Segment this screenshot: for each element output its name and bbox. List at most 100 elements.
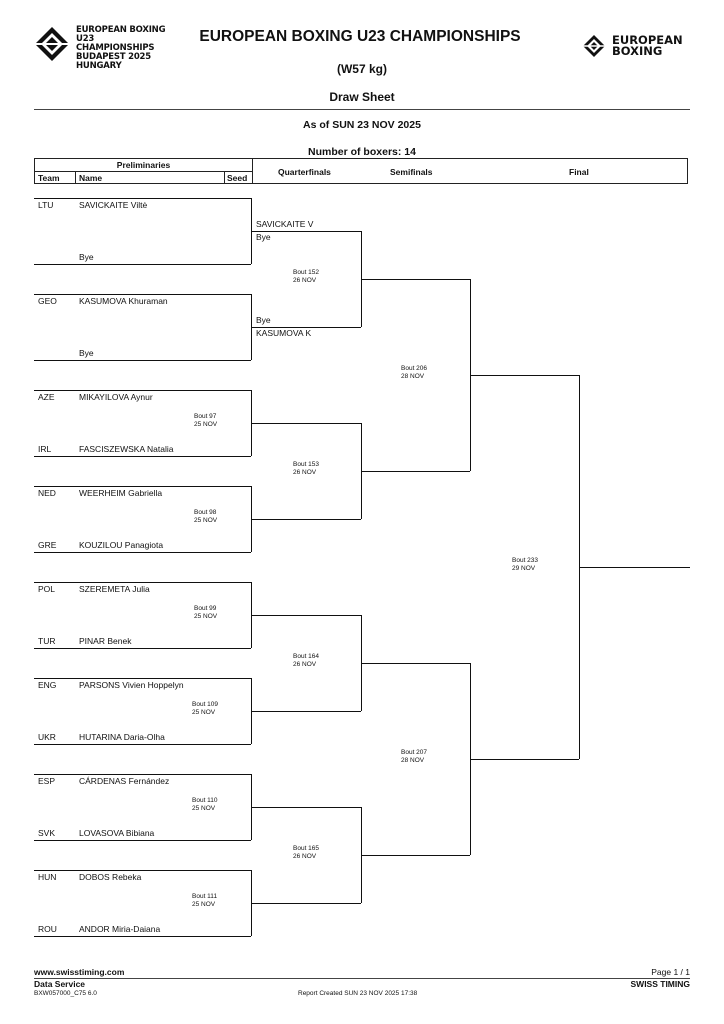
as-of-date: As of SUN 23 NOV 2025	[303, 119, 421, 131]
bout-date: 28 NOV	[401, 757, 425, 764]
bracket-line	[470, 759, 579, 760]
bracket-line	[251, 231, 361, 232]
footer-page: Page 1 / 1	[651, 967, 690, 977]
boxers-count: Number of boxers: 14	[308, 146, 416, 158]
entry-name: Bye	[79, 348, 94, 358]
boxing-diamond-icon	[583, 35, 605, 57]
entry-team: IRL	[38, 444, 52, 454]
bracket-line	[470, 375, 579, 376]
entry-name: MIKAYILOVA Aynur	[79, 392, 153, 402]
entry-name: LOVASOVA Bibiana	[79, 828, 155, 838]
bout-date: 26 NOV	[293, 469, 317, 476]
bracket-line	[361, 663, 470, 664]
bout-date: 25 NOV	[192, 805, 216, 812]
bout-number: Bout 233	[512, 557, 539, 564]
event-logo: EUROPEAN BOXING U23 CHAMPIONSHIPS BUDAPE…	[34, 24, 174, 71]
bracket-line	[34, 552, 251, 553]
bracket-line	[34, 486, 251, 487]
footer-code: BXW057000_C75 6.0	[34, 990, 97, 997]
sheet-title: Draw Sheet	[329, 90, 395, 104]
entry-name: Bye	[79, 252, 94, 262]
entry-team: ESP	[38, 776, 56, 786]
entry-team: POL	[38, 584, 56, 594]
bracket-line	[34, 840, 251, 841]
bracket-line	[579, 567, 690, 568]
entry-team: AZE	[38, 392, 55, 402]
name-header: Name	[79, 173, 103, 183]
bout-number: Bout 99	[194, 605, 217, 612]
quarterfinal-name: KASUMOVA K	[256, 328, 312, 338]
bout-date: 25 NOV	[192, 709, 216, 716]
bout-date: 28 NOV	[401, 373, 425, 380]
bracket-line	[251, 807, 361, 808]
footer-report-created: Report Created SUN 23 NOV 2025 17:38	[298, 990, 418, 997]
bout-date: 29 NOV	[512, 565, 536, 572]
entry-team: UKR	[38, 732, 56, 742]
bracket-line	[251, 519, 361, 520]
quarterfinal-name: Bye	[256, 232, 271, 242]
entry-team: ENG	[38, 680, 57, 690]
european-boxing-logo: EUROPEAN BOXING	[582, 34, 692, 58]
quarterfinal-name: SAVICKAITE V	[256, 219, 314, 229]
bracket-line	[34, 456, 251, 457]
header-divider	[34, 109, 690, 110]
bout-number: Bout 111	[192, 893, 218, 900]
bracket-line	[34, 582, 251, 583]
bout-number: Bout 98	[194, 509, 217, 516]
seed-header: Seed	[227, 173, 248, 183]
entry-name: HUTARINA Daria-Olha	[79, 732, 165, 742]
bout-date: 26 NOV	[293, 853, 317, 860]
bout-number: Bout 164	[293, 653, 320, 660]
bout-date: 26 NOV	[293, 277, 317, 284]
entry-name: DOBOS Rebeka	[79, 872, 142, 882]
entry-name: SAVICKAITE Viltė	[79, 200, 148, 210]
bracket-line	[251, 615, 361, 616]
bout-number: Bout 153	[293, 461, 320, 468]
footer-website[interactable]: www.swisstiming.com	[34, 967, 125, 977]
bracket-line	[361, 471, 470, 472]
quarterfinal-name: Bye	[256, 315, 271, 325]
event-logo-text: EUROPEAN BOXING U23 CHAMPIONSHIPS BUDAPE…	[76, 25, 166, 71]
bracket-line	[34, 870, 251, 871]
bracket-line	[361, 279, 470, 280]
bout-date: 25 NOV	[194, 517, 218, 524]
bracket-line	[34, 774, 251, 775]
entry-name: FASCISZEWSKA Natalia	[79, 444, 174, 454]
entry-team: LTU	[38, 200, 54, 210]
bout-number: Bout 97	[194, 413, 217, 420]
european-boxing-logo-text: EUROPEAN BOXING	[612, 33, 683, 58]
page-title: EUROPEAN BOXING U23 CHAMPIONSHIPS	[199, 28, 521, 45]
entry-name: WEERHEIM Gabriella	[79, 488, 163, 498]
bout-number: Bout 110	[192, 797, 218, 804]
semifinals-header: Semifinals	[390, 167, 433, 177]
boxing-diamond-icon	[35, 27, 69, 61]
entry-name: ANDOR Miria-Daiana	[79, 924, 161, 934]
bracket-line	[251, 903, 361, 904]
bracket-line	[251, 423, 361, 424]
bracket-line	[251, 327, 361, 328]
bracket-line	[34, 936, 251, 937]
entry-team: GRE	[38, 540, 57, 550]
entry-name: KOUZILOU Panagiota	[79, 540, 164, 550]
bout-date: 25 NOV	[194, 421, 218, 428]
bout-date: 25 NOV	[192, 901, 216, 908]
entry-name: KASUMOVA Khuraman	[79, 296, 168, 306]
bracket-line	[34, 294, 251, 295]
entry-team: ROU	[38, 924, 57, 934]
bout-number: Bout 207	[401, 749, 428, 756]
bout-number: Bout 206	[401, 365, 428, 372]
entry-team: NED	[38, 488, 56, 498]
entry-team: GEO	[38, 296, 57, 306]
preliminaries-header: Preliminaries	[116, 160, 171, 170]
entry-team: TUR	[38, 636, 56, 646]
entry-team: HUN	[38, 872, 57, 882]
final-header: Final	[569, 167, 589, 177]
bracket-line	[34, 198, 251, 199]
entry-name: SZEREMETA Julia	[79, 584, 150, 594]
footer-divider	[34, 978, 690, 979]
footer-service: Data Service	[34, 979, 86, 989]
bracket-line	[34, 360, 251, 361]
bout-date: 25 NOV	[194, 613, 218, 620]
bracket-line	[361, 855, 470, 856]
entry-name: PARSONS Vivien Hoppelyn	[79, 680, 184, 690]
